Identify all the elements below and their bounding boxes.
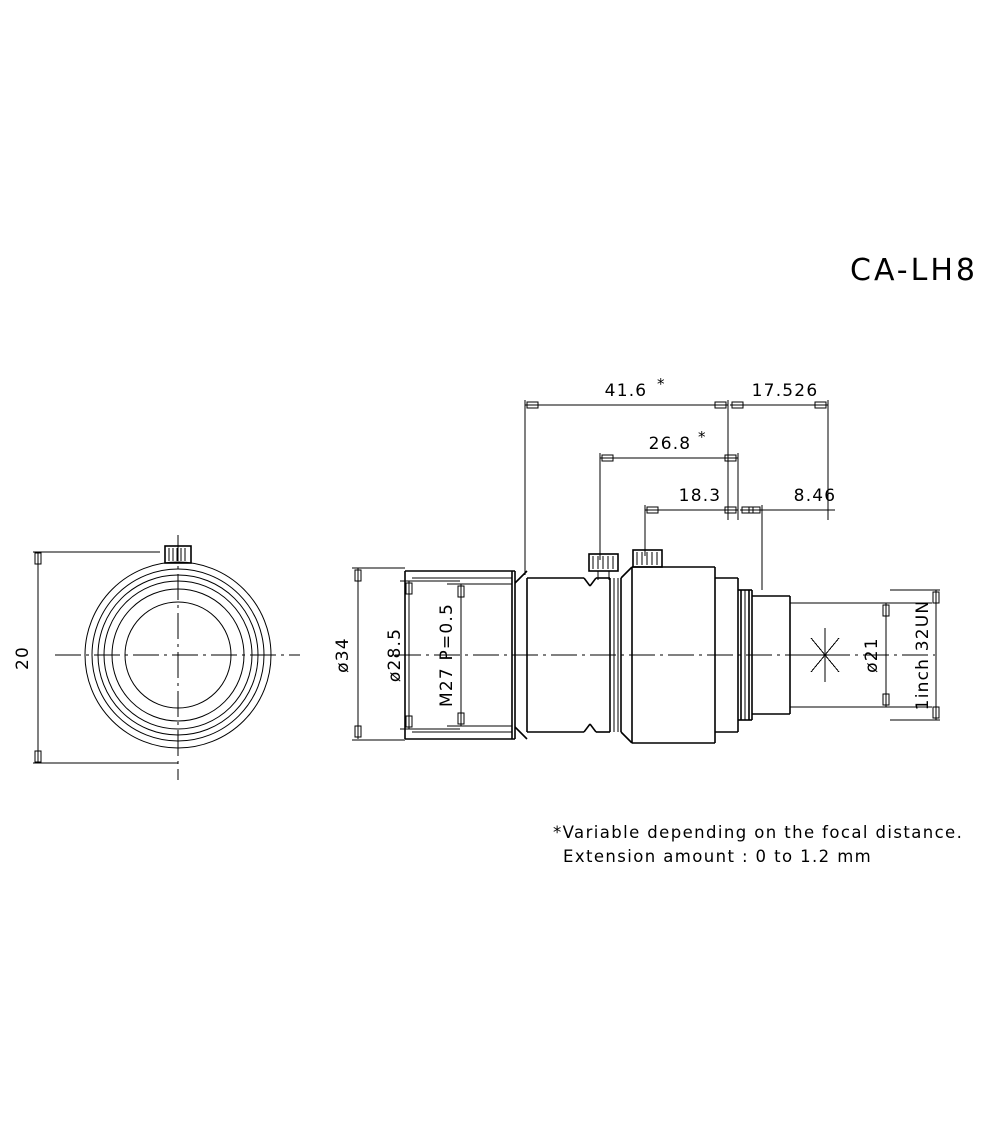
m27-label: M27 P=0.5: [437, 603, 457, 707]
dim21-label: ø21: [862, 637, 882, 673]
front-ring-outer-2: [91, 568, 265, 742]
dimension-dia-34: ø34: [333, 567, 405, 741]
side-view-focus-knob: [588, 553, 619, 580]
side-view-iris-knob: [632, 549, 663, 568]
dim285-label: ø28.5: [385, 628, 405, 682]
m27-arrow-top: [457, 585, 465, 598]
dimension-8-46: 8.46: [740, 486, 837, 514]
dim34-arrow-bottom: [354, 725, 362, 738]
knob-body-front: [164, 545, 192, 564]
dim17526-label: 17.526: [752, 381, 819, 401]
mount-arrow-bottom: [932, 706, 940, 719]
page-title: CA-LH8: [850, 253, 978, 288]
groove1-c: [583, 723, 591, 733]
dim183-arrow-left: [646, 506, 659, 514]
dim268-arrow-right: [724, 454, 737, 462]
dim416-label: 41.6: [605, 381, 648, 401]
mount-center-star-icon: [805, 628, 845, 682]
dim268-note-marker: *: [698, 428, 706, 446]
dim285-arrow-bottom: [405, 715, 413, 728]
dim17526-arrow-right: [814, 401, 827, 409]
dimension-41-6: 41.6 *: [525, 375, 728, 409]
dim20-arrow-top: [34, 552, 42, 565]
dim846-arrow-right: [748, 506, 761, 514]
groove1-a: [583, 577, 591, 587]
front-ring-outer-4: [103, 580, 253, 730]
dim20-label: 20: [13, 646, 33, 670]
barrel3-chamfer-bottom: [620, 731, 633, 744]
notes-block: *Variable depending on the focal distanc…: [553, 823, 963, 866]
dim183-label: 18.3: [679, 486, 722, 506]
mount-arrow-top: [932, 591, 940, 604]
dimension-26-8: 26.8 *: [600, 428, 739, 520]
dim846-arrow-left: [741, 506, 754, 514]
barrel3-chamfer-top: [620, 566, 633, 579]
dim21-arrow-top: [882, 604, 890, 617]
knob-body-focus: [588, 553, 619, 572]
front-ring-mid: [111, 588, 245, 722]
m27-arrow-bottom: [457, 712, 465, 725]
dimension-dia-28-5: ø28.5: [385, 580, 460, 730]
dim183-arrow-right: [724, 506, 737, 514]
dim416-arrow-right: [714, 401, 727, 409]
front-view: 20: [13, 535, 300, 780]
front-ring-outer-3: [97, 574, 259, 736]
dim846-label: 8.46: [794, 486, 837, 506]
knob-body-iris: [632, 549, 663, 568]
front-ring-inner: [124, 601, 232, 709]
dim268-label: 26.8: [649, 434, 692, 454]
side-view: 41.6 * 17.526 26.8 * 18.3: [333, 375, 940, 744]
dim21-arrow-bottom: [882, 693, 890, 706]
dim416-arrow-left: [526, 401, 539, 409]
dim34-arrow-top: [354, 569, 362, 582]
dim416-note-marker: *: [657, 375, 665, 393]
groove1-b: [589, 577, 597, 587]
dimension-m27: M27 P=0.5: [437, 583, 512, 727]
dim34-label: ø34: [333, 637, 353, 673]
dimension-20: 20: [13, 551, 178, 764]
mount-label: 1inch 32UN: [913, 600, 933, 711]
groove1-d: [589, 723, 597, 733]
front-view-focus-knob: [164, 545, 192, 564]
dimension-17-526: 17.526: [730, 381, 828, 409]
dim20-arrow-bottom: [34, 750, 42, 763]
dimension-18-3: 18.3: [645, 486, 738, 514]
dim268-arrow-left: [601, 454, 614, 462]
note-line-1: *Variable depending on the focal distanc…: [553, 823, 963, 842]
front-ring-outer-1: [84, 561, 272, 749]
dimension-mount-thread: 1inch 32UN: [890, 589, 940, 721]
note-line-2: Extension amount : 0 to 1.2 mm: [563, 847, 872, 866]
barrel1-chamfer-bottom: [514, 726, 528, 740]
star-d2: [810, 637, 840, 673]
dimension-dia-21: ø21: [860, 602, 900, 708]
dim285-arrow-top: [405, 582, 413, 595]
dim17526-arrow-left: [731, 401, 744, 409]
